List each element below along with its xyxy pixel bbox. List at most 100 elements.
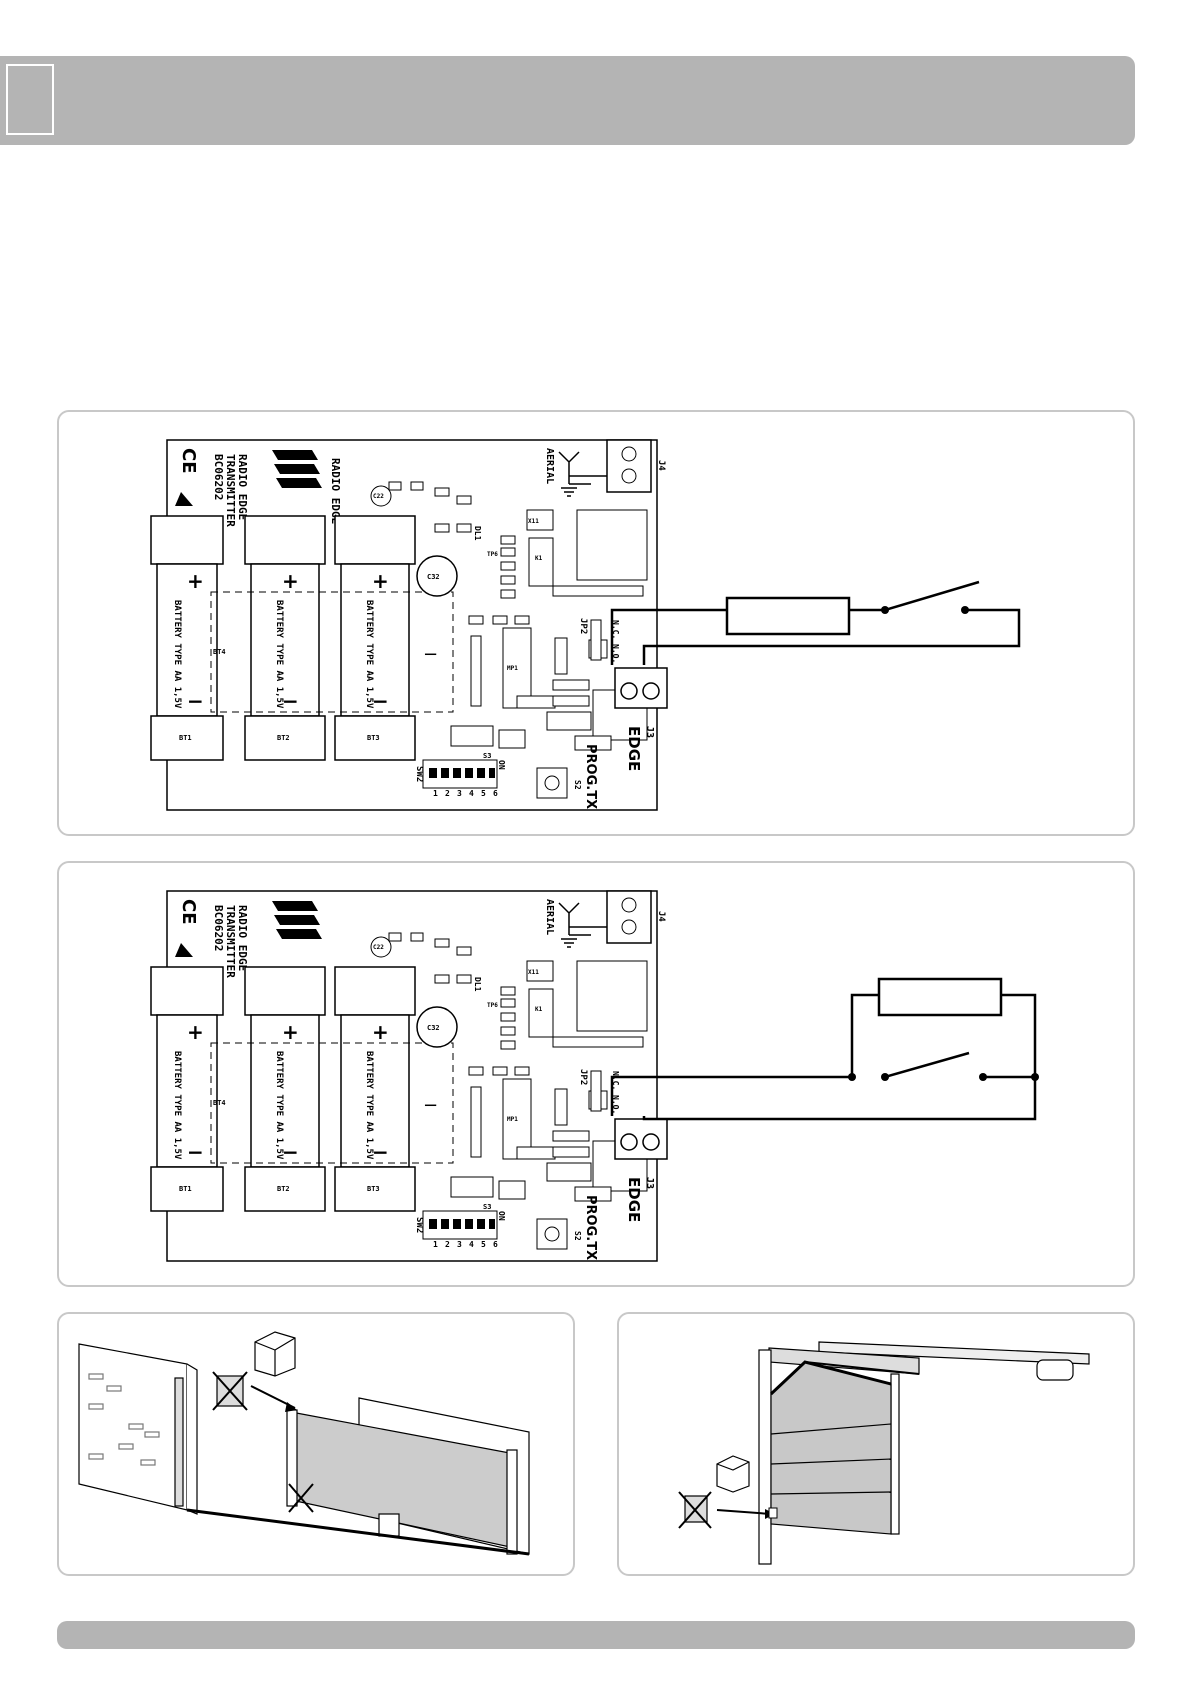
battery-1b: + − BATTERY TYPE AA 1,5V BT1 — [150, 966, 224, 1212]
header-page-box — [6, 64, 54, 135]
capacitor-c22 — [370, 485, 392, 507]
operator-motor-icon — [1036, 1359, 1074, 1381]
wrong-position-cross-icon — [212, 1371, 314, 1513]
transmitter-box-icon — [254, 1331, 296, 1377]
svg-text:C22: C22 — [373, 944, 384, 951]
svg-text:JP2: JP2 — [578, 1069, 588, 1085]
esd-warning-icon — [175, 492, 193, 506]
svg-text:PROG.TX: PROG.TX — [583, 744, 598, 809]
footer-bar — [57, 1621, 1135, 1649]
svg-text:3: 3 — [457, 789, 462, 798]
svg-text:5: 5 — [481, 1240, 486, 1249]
svg-text:6: 6 — [493, 1240, 498, 1249]
svg-text:S2: S2 — [573, 780, 582, 790]
svg-text:PROG.TX: PROG.TX — [583, 1195, 598, 1260]
esd-warning-icon — [175, 943, 193, 957]
svg-text:BT1: BT1 — [179, 734, 192, 742]
svg-text:−: − — [372, 1140, 389, 1164]
board-title-line1: RADIO EDGE — [329, 458, 342, 524]
switch-pivot-dot — [881, 606, 889, 614]
board-title-line1-b: RADIO EDGE — [236, 454, 249, 520]
svg-text:BT3: BT3 — [367, 734, 380, 742]
svg-text:AERIAL: AERIAL — [544, 899, 555, 935]
svg-text:−: − — [187, 1140, 204, 1164]
svg-text:J4: J4 — [656, 460, 666, 471]
battery-bt4-outline — [210, 591, 454, 713]
svg-text:1: 1 — [433, 789, 438, 798]
arrow-icon — [716, 1509, 772, 1515]
svg-text:1: 1 — [433, 1240, 438, 1249]
battery-2: + − BATTERY TYPE AA 1,5V BT2 — [244, 515, 326, 761]
svg-text:BATTERY TYPE AA 1,5V: BATTERY TYPE AA 1,5V — [274, 1051, 284, 1160]
svg-text:BATTERY TYPE AA 1,5V: BATTERY TYPE AA 1,5V — [364, 1051, 374, 1160]
battery-2b: + − BATTERY TYPE AA 1,5V BT2 — [244, 966, 326, 1212]
svg-text:4: 4 — [469, 1240, 474, 1249]
transmitter-box-icon — [716, 1455, 750, 1493]
svg-text:X11: X11 — [528, 969, 539, 976]
svg-text:JP2: JP2 — [578, 618, 588, 634]
svg-text:N.O.: N.O. — [611, 1095, 620, 1114]
svg-text:BATTERY TYPE AA 1,5V: BATTERY TYPE AA 1,5V — [364, 600, 374, 709]
ce-mark: CE — [178, 448, 199, 474]
svg-text:2: 2 — [445, 789, 450, 798]
aerial-symbol — [558, 451, 607, 497]
svg-text:−: − — [282, 1140, 299, 1164]
board-model-2: BC06202 — [212, 905, 225, 951]
svg-text:S3: S3 — [483, 752, 491, 760]
svg-text:TP6: TP6 — [487, 1002, 498, 1009]
capacitor-c32 — [416, 555, 458, 597]
rib-logo-icon — [272, 450, 322, 488]
svg-text:N.O.: N.O. — [611, 644, 620, 663]
svg-text:−: − — [372, 689, 389, 713]
svg-text:N.C.: N.C. — [611, 1071, 620, 1090]
svg-text:EDGE: EDGE — [625, 726, 643, 771]
svg-text:BATTERY TYPE AA 1,5V: BATTERY TYPE AA 1,5V — [172, 600, 182, 709]
svg-text:X11: X11 — [528, 518, 539, 525]
panel-garage-door — [617, 1312, 1135, 1576]
ce-mark-2: CE — [178, 899, 199, 925]
svg-text:BT3: BT3 — [367, 1185, 380, 1193]
svg-text:C32: C32 — [427, 573, 440, 581]
edge-wiring-parallel — [610, 977, 1037, 1121]
svg-text:+: + — [282, 569, 299, 593]
battery-1: + − BATTERY TYPE AA 1,5V BT1 — [150, 515, 224, 761]
svg-text:BT2: BT2 — [277, 734, 290, 742]
svg-text:+: + — [282, 1020, 299, 1044]
svg-text:6: 6 — [493, 789, 498, 798]
panel-wiring-parallel: RADIO EDGE TRANSMITTER BC06202 CE + − BA… — [57, 861, 1135, 1287]
svg-text:K1: K1 — [535, 1006, 543, 1013]
svg-text:J4: J4 — [656, 911, 666, 922]
svg-text:C22: C22 — [373, 493, 384, 500]
edge-wiring-series — [610, 580, 1021, 665]
svg-text:MP1: MP1 — [507, 1116, 518, 1123]
wiring-diagram-parallel: RADIO EDGE TRANSMITTER BC06202 CE + − BA… — [150, 890, 1039, 1262]
svg-text:3: 3 — [457, 1240, 462, 1249]
svg-text:ON: ON — [497, 760, 506, 770]
svg-text:J3: J3 — [644, 726, 655, 738]
battery-3: + − BATTERY TYPE AA 1,5V BT3 — [334, 515, 416, 761]
board-title-line2-2: TRANSMITTER — [224, 905, 237, 978]
svg-text:+: + — [187, 1020, 204, 1044]
board-title-line2: TRANSMITTER — [224, 454, 237, 527]
svg-text:SW2: SW2 — [414, 1217, 424, 1233]
svg-text:EDGE: EDGE — [625, 1177, 643, 1222]
svg-text:C32: C32 — [427, 1024, 440, 1032]
svg-text:ON: ON — [497, 1211, 506, 1221]
rib-logo-icon — [272, 901, 322, 939]
svg-text:+: + — [372, 1020, 389, 1044]
svg-text:+: + — [372, 569, 389, 593]
svg-text:BT2: BT2 — [277, 1185, 290, 1193]
svg-text:MP1: MP1 — [507, 665, 518, 672]
pcb-board: RADIO EDGE RADIO EDGE TRANSMITTER BC0620… — [150, 439, 668, 811]
svg-text:+: + — [187, 569, 204, 593]
garage-door-illustration — [678, 1341, 1090, 1565]
svg-text:SW2: SW2 — [414, 766, 424, 782]
svg-text:AERIAL: AERIAL — [544, 448, 555, 484]
svg-text:TP6: TP6 — [487, 551, 498, 558]
svg-text:5: 5 — [481, 789, 486, 798]
svg-text:BATTERY TYPE AA 1,5V: BATTERY TYPE AA 1,5V — [172, 1051, 182, 1160]
sliding-gate-illustration — [78, 1331, 530, 1556]
battery-3b: + − BATTERY TYPE AA 1,5V BT3 — [334, 966, 416, 1212]
svg-text:BT4: BT4 — [213, 1099, 226, 1107]
svg-text:−: − — [187, 689, 204, 713]
